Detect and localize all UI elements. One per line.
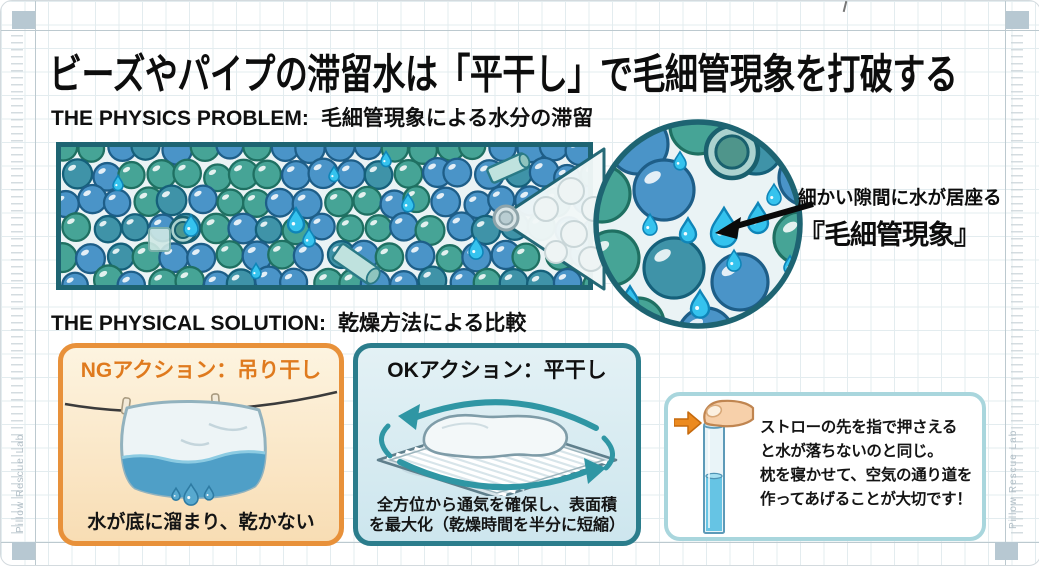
pen-mark: [842, 1, 848, 13]
problem-heading-ja: 毛細管現象による水分の滞留: [320, 107, 594, 130]
annotation-line1: 細かい隙間に水が居座る: [798, 187, 1002, 208]
watermark-right: Pillow Rescue Lab: [1008, 429, 1019, 529]
ruler-ticks-right: [1011, 35, 1023, 539]
solution-heading: THE PHYSICAL SOLUTION: 乾燥方法による比較: [51, 307, 526, 337]
corner-marker: [12, 542, 35, 560]
ok-caption-line1: 全方位から通気を確保し、表面積: [376, 497, 617, 514]
straw-illustration: [674, 399, 755, 534]
ok-caption-line2: を最大化（乾燥時間を半分に短縮）: [368, 516, 625, 534]
page-title: ビーズやパイプの滞留水は「平干し」で毛細管現象を打破する: [49, 51, 958, 98]
corner-marker: [995, 542, 1018, 560]
frame-line-top: [1, 30, 1039, 31]
ok-title: OKアクション：平干し: [387, 359, 607, 382]
ng-title: NGアクション：吊り干し: [80, 359, 322, 382]
tip-text: ストローの先を指で押さえる と水が落ちないのと同じ。 枕を寝かせて、空気の通り道…: [760, 416, 972, 512]
ok-card: OKアクション：平干し 全方位から通気を確保し、表面積 を最大化（乾燥時間を半分…: [353, 343, 641, 546]
tip-line3: 枕を寝かせて、空気の通り道を: [760, 467, 973, 485]
solution-heading-ja: 乾燥方法による比較: [337, 312, 527, 335]
ng-caption: 水が底に溜まり、乾かない: [87, 512, 315, 533]
ok-caption: 全方位から通気を確保し、表面積 を最大化（乾燥時間を半分に短縮）: [358, 496, 636, 535]
ruler-ticks-left: [11, 35, 23, 539]
flat-dry-illustration: [376, 399, 618, 496]
capillary-annotation: 細かい隙間に水が居座る 『毛細管現象』: [798, 184, 1033, 252]
annotation-arrow-icon: [715, 201, 814, 239]
tip-line1: ストローの先を指で押さえる: [760, 419, 958, 436]
tip-line2: と水が落ちないのと同じ。: [760, 443, 943, 461]
tip-card: ストローの先を指で押さえる と水が落ちないのと同じ。 枕を寝かせて、空気の通り道…: [664, 392, 986, 541]
frame-line-left: [35, 1, 36, 565]
magnifier-circle-illustration: [593, 119, 803, 329]
watermark-left: Pillow Rescue Lab: [15, 433, 26, 533]
hang-dry-illustration: [64, 390, 338, 506]
problem-heading-en: THE PHYSICS PROBLEM:: [51, 107, 309, 130]
annotation-line2: 『毛細管現象』: [798, 220, 981, 250]
corner-marker: [12, 11, 35, 29]
problem-heading: THE PHYSICS PROBLEM: 毛細管現象による水分の滞留: [51, 102, 593, 132]
ng-card: NGアクション：吊り干し 水が底に溜まり、乾かない: [58, 343, 344, 546]
solution-heading-en: THE PHYSICAL SOLUTION:: [51, 312, 326, 335]
corner-marker: [1006, 11, 1029, 29]
frame-line-right: [1005, 1, 1006, 565]
tip-line4: 作ってあげることが大切です！: [760, 491, 972, 509]
